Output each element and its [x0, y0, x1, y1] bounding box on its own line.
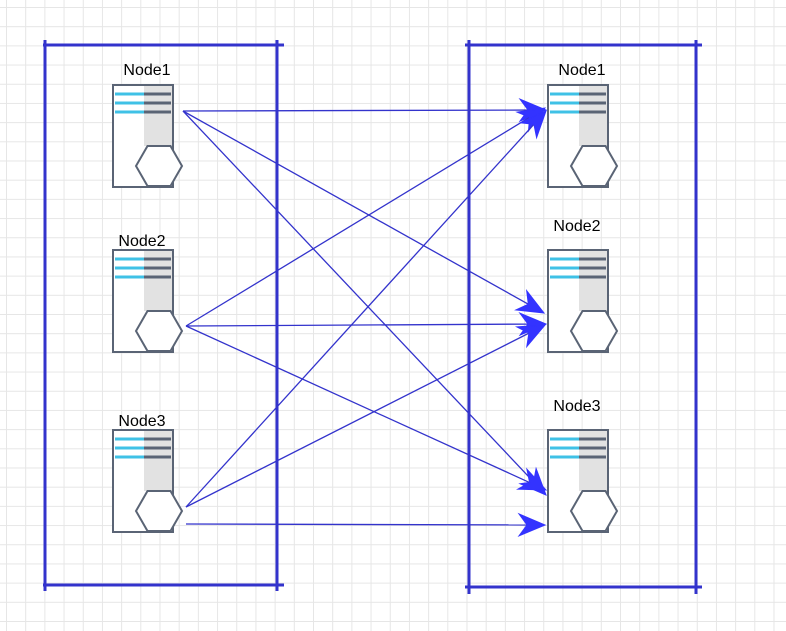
arrowhead [514, 288, 546, 314]
edge-l2-r3[interactable] [185, 325, 548, 491]
node-right-node3[interactable]: Node3 [547, 398, 619, 533]
arrowhead [517, 512, 547, 538]
server-icon [112, 249, 184, 353]
edge-l2-r1[interactable] [185, 107, 547, 327]
edge-l3-r3[interactable] [185, 512, 547, 538]
server-icon [112, 84, 184, 188]
edge-l1-r1[interactable] [182, 97, 548, 123]
server-icon [547, 249, 619, 353]
edge-line [182, 110, 535, 483]
edge-line [182, 110, 529, 305]
edge-line [185, 323, 529, 327]
edge-line [185, 116, 530, 327]
node-label: Node3 [118, 413, 165, 430]
arrowhead [514, 324, 547, 349]
edge-line [182, 109, 529, 112]
edge-l3-r1[interactable] [185, 110, 547, 508]
server-icon [547, 84, 619, 188]
edges-layer [182, 97, 548, 538]
right-container[interactable] [465, 40, 702, 594]
edge-line [185, 325, 530, 484]
node-label: Node1 [558, 62, 605, 79]
node-label: Node2 [118, 233, 165, 250]
edge-l1-r3[interactable] [182, 110, 547, 496]
left-container[interactable] [43, 40, 284, 591]
node-label: Node3 [553, 398, 600, 415]
node-label: Node1 [123, 62, 170, 79]
edge-l1-r2[interactable] [182, 110, 546, 314]
node-left-node1[interactable]: Node1 [112, 62, 184, 188]
edge-line [185, 332, 530, 508]
arrowhead [515, 467, 548, 491]
node-right-node1[interactable]: Node1 [547, 62, 619, 188]
node-left-node2[interactable]: Node2 [112, 233, 184, 353]
node-right-node2[interactable]: Node2 [547, 218, 619, 353]
edge-line [185, 123, 535, 508]
server-icon [112, 429, 184, 533]
server-icon [547, 429, 619, 533]
edge-line [185, 523, 528, 526]
node-label: Node2 [553, 218, 600, 235]
arrowhead [518, 110, 547, 140]
edge-l3-r2[interactable] [185, 324, 547, 508]
node-left-node3[interactable]: Node3 [112, 413, 184, 533]
edge-l2-r2[interactable] [185, 311, 548, 337]
